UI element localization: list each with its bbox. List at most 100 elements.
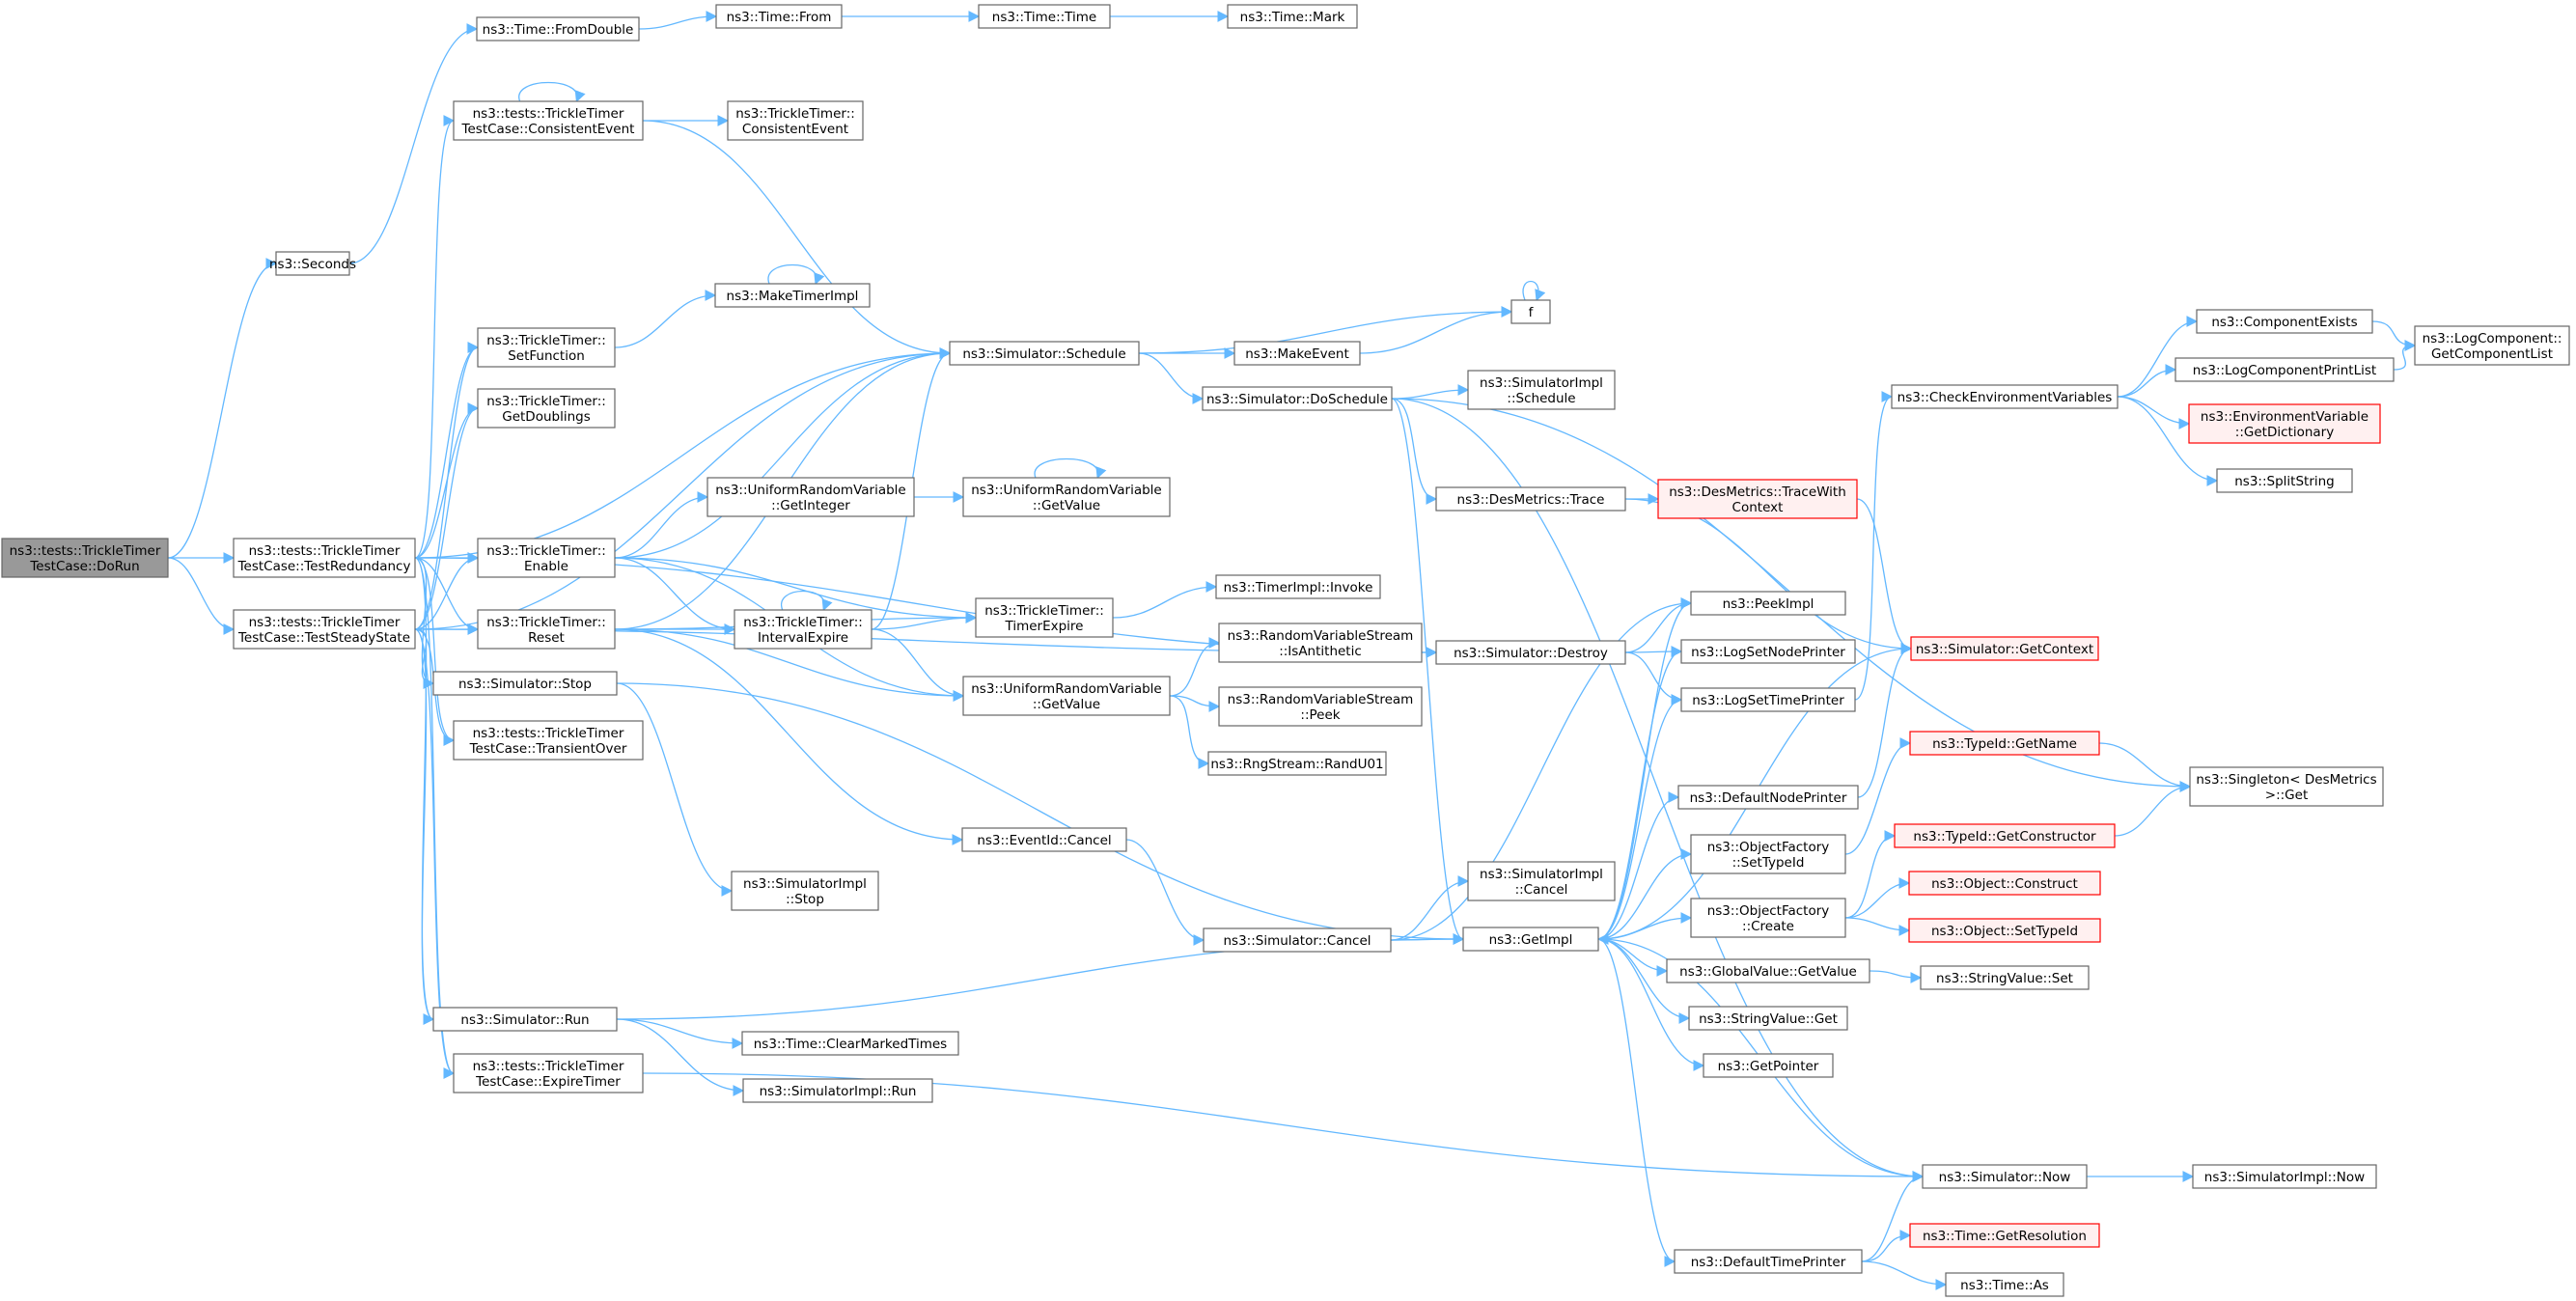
node-timemark[interactable]: ns3::Time::Mark bbox=[1227, 4, 1358, 29]
call-edge-testred-getdoub bbox=[414, 402, 480, 559]
call-edge-checkenv-splitstring bbox=[2117, 396, 2219, 486]
call-edge-urvgetvalue2-isanti bbox=[1169, 637, 1221, 697]
node-urvgetvalue1[interactable]: ns3::UniformRandomVariable::GetValue bbox=[962, 477, 1171, 517]
node-lognode[interactable]: ns3::LogSetNodePrinter bbox=[1680, 639, 1856, 664]
node-singleton[interactable]: ns3::Singleton< DesMetrics>::Get bbox=[2189, 766, 2384, 807]
node-typegetname[interactable]: ns3::TypeId::GetName bbox=[1909, 731, 2100, 756]
call-edge-getimpl-defnode bbox=[1597, 791, 1680, 940]
node-expiretimer[interactable]: ns3::tests::TrickleTimerTestCase::Expire… bbox=[453, 1053, 644, 1093]
node-makeevent[interactable]: ns3::MakeEvent bbox=[1233, 341, 1361, 366]
node-box bbox=[1203, 927, 1392, 953]
node-intexpire[interactable]: ns3::TrickleTimer::IntervalExpire bbox=[734, 609, 873, 650]
node-box bbox=[1680, 687, 1856, 712]
node-consevent[interactable]: ns3::tests::TrickleTimerTestCase::Consis… bbox=[453, 100, 644, 141]
node-teststeady[interactable]: ns3::tests::TrickleTimerTestCase::TestSt… bbox=[233, 609, 416, 650]
node-f[interactable]: f bbox=[1510, 299, 1551, 324]
node-simimplcancel[interactable]: ns3::SimulatorImpl::Cancel bbox=[1467, 861, 1616, 901]
node-seconds[interactable]: ns3::Seconds bbox=[269, 251, 356, 276]
node-label: ns3::tests::TrickleTimer bbox=[249, 543, 401, 559]
node-getpointer[interactable]: ns3::GetPointer bbox=[1703, 1053, 1834, 1078]
node-destrace[interactable]: ns3::DesMetrics::Trace bbox=[1435, 486, 1626, 512]
node-logcompprint[interactable]: ns3::LogComponentPrintList bbox=[2174, 357, 2395, 382]
node-svget[interactable]: ns3::StringValue::Get bbox=[1688, 1006, 1848, 1031]
node-label: ns3::MakeEvent bbox=[1245, 346, 1349, 362]
call-edge-consevent-schedule bbox=[642, 120, 952, 359]
node-simstop[interactable]: ns3::Simulator::Stop bbox=[432, 671, 618, 696]
node-testred[interactable]: ns3::tests::TrickleTimerTestCase::TestRe… bbox=[233, 538, 416, 578]
node-svset[interactable]: ns3::StringValue::Set bbox=[1920, 965, 2090, 990]
call-edge-schedule-f bbox=[1138, 306, 1513, 354]
node-checkenv[interactable]: ns3::CheckEnvironmentVariables bbox=[1891, 384, 2119, 409]
node-cleartimes[interactable]: ns3::Time::ClearMarkedTimes bbox=[741, 1031, 959, 1056]
node-box bbox=[2189, 766, 2384, 807]
call-edge-timerexpire-timerinvoke bbox=[1112, 581, 1218, 619]
node-isanti[interactable]: ns3::RandomVariableStream::IsAntithetic bbox=[1218, 623, 1423, 663]
node-label: ns3::EnvironmentVariable bbox=[2201, 409, 2368, 425]
call-edge-defnode-getcontext bbox=[1857, 643, 1913, 798]
node-simimplstop[interactable]: ns3::SimulatorImpl::Stop bbox=[731, 871, 879, 911]
node-setfunc[interactable]: ns3::TrickleTimer::SetFunction bbox=[477, 327, 616, 368]
node-label: ns3::TypeId::GetConstructor bbox=[1913, 829, 2096, 844]
node-timetime[interactable]: ns3::Time::Time bbox=[978, 4, 1111, 29]
call-edge-doschedule-getimpl bbox=[1391, 398, 1465, 945]
node-envdict[interactable]: ns3::EnvironmentVariable::GetDictionary bbox=[2188, 403, 2381, 444]
node-urvgetvalue2[interactable]: ns3::UniformRandomVariable::GetValue bbox=[962, 676, 1171, 716]
node-simimplrun[interactable]: ns3::SimulatorImpl::Run bbox=[742, 1078, 933, 1103]
node-logtime[interactable]: ns3::LogSetTimePrinter bbox=[1680, 687, 1856, 712]
node-simrun[interactable]: ns3::Simulator::Run bbox=[432, 1007, 618, 1032]
node-typegetctor[interactable]: ns3::TypeId::GetConstructor bbox=[1894, 823, 2116, 848]
node-timerexpire[interactable]: ns3::TrickleTimer::TimerExpire bbox=[975, 597, 1114, 638]
node-eventcancel[interactable]: ns3::EventId::Cancel bbox=[961, 827, 1127, 852]
node-simimplnow[interactable]: ns3::SimulatorImpl::Now bbox=[2192, 1164, 2377, 1189]
call-edge-eventcancel-simcancel bbox=[1125, 839, 1205, 946]
node-objconstruct[interactable]: ns3::Object::Construct bbox=[1908, 871, 2101, 896]
node-timeas[interactable]: ns3::Time::As bbox=[1945, 1272, 2064, 1297]
node-logcomplist[interactable]: ns3::LogComponent::GetComponentList bbox=[2414, 325, 2570, 366]
node-fromdouble[interactable]: ns3::Time::FromDouble bbox=[476, 16, 640, 42]
node-timerinvoke[interactable]: ns3::TimerImpl::Invoke bbox=[1215, 574, 1381, 599]
call-edge-intexpire-intexpire bbox=[781, 591, 833, 612]
node-objsettype[interactable]: ns3::Object::SetTypeId bbox=[1908, 918, 2101, 943]
node-peek[interactable]: ns3::RandomVariableStream::Peek bbox=[1218, 686, 1423, 727]
call-edge-f-f bbox=[1522, 280, 1546, 302]
node-timefrom[interactable]: ns3::Time::From bbox=[715, 4, 843, 29]
node-simdestroy[interactable]: ns3::Simulator::Destroy bbox=[1435, 640, 1626, 665]
node-label: ns3::tests::TrickleTimer bbox=[249, 615, 401, 630]
node-deftime[interactable]: ns3::DefaultTimePrinter bbox=[1674, 1249, 1863, 1274]
node-ttconsevent[interactable]: ns3::TrickleTimer::ConsistentEvent bbox=[727, 100, 864, 141]
node-box bbox=[2188, 403, 2381, 444]
call-edge-urvgetvalue2-randu01 bbox=[1169, 695, 1210, 769]
call-edge-simcancel-peekimpl bbox=[1390, 597, 1693, 941]
node-label: ns3::Object::SetTypeId bbox=[1931, 924, 2078, 939]
node-urvgetint[interactable]: ns3::UniformRandomVariable::GetInteger bbox=[706, 477, 915, 517]
node-getdoub[interactable]: ns3::TrickleTimer::GetDoublings bbox=[477, 388, 616, 429]
node-box bbox=[1227, 4, 1358, 29]
node-simcancel[interactable]: ns3::Simulator::Cancel bbox=[1203, 927, 1392, 953]
node-simimplsched[interactable]: ns3::SimulatorImpl::Schedule bbox=[1467, 370, 1616, 410]
node-getcontext[interactable]: ns3::Simulator::GetContext bbox=[1910, 636, 2099, 661]
node-label: ns3::TrickleTimer:: bbox=[743, 615, 863, 630]
node-doschedule[interactable]: ns3::Simulator::DoSchedule bbox=[1202, 386, 1393, 411]
node-splitstring[interactable]: ns3::SplitString bbox=[2216, 468, 2353, 493]
node-schedule[interactable]: ns3::Simulator::Schedule bbox=[949, 341, 1140, 366]
node-getres[interactable]: ns3::Time::GetResolution bbox=[1909, 1223, 2100, 1248]
node-transient[interactable]: ns3::tests::TrickleTimerTestCase::Transi… bbox=[453, 720, 644, 761]
node-enable[interactable]: ns3::TrickleTimer::Enable bbox=[477, 538, 616, 578]
node-defnode[interactable]: ns3::DefaultNodePrinter bbox=[1677, 785, 1859, 810]
node-peekimpl[interactable]: ns3::PeekImpl bbox=[1690, 591, 1846, 616]
node-ofcreate[interactable]: ns3::ObjectFactory::Create bbox=[1690, 898, 1846, 938]
node-label: ns3::tests::TrickleTimer bbox=[10, 543, 161, 559]
node-reset[interactable]: ns3::TrickleTimer::Reset bbox=[477, 609, 616, 650]
node-getimpl[interactable]: ns3::GetImpl bbox=[1462, 927, 1599, 952]
node-label: ns3::MakeTimerImpl bbox=[727, 289, 859, 304]
node-simnow[interactable]: ns3::Simulator::Now bbox=[1922, 1164, 2088, 1189]
node-gvgetvalue[interactable]: ns3::GlobalValue::GetValue bbox=[1666, 958, 1870, 983]
node-randu01[interactable]: ns3::RngStream::RandU01 bbox=[1207, 751, 1387, 776]
node-maketimerimpl[interactable]: ns3::MakeTimerImpl bbox=[714, 283, 871, 308]
node-compexists[interactable]: ns3::ComponentExists bbox=[2196, 309, 2373, 334]
node-label: TestCase::ExpireTimer bbox=[475, 1074, 621, 1090]
node-label: ns3::Time::ClearMarkedTimes bbox=[754, 1037, 947, 1052]
node-ofsettype[interactable]: ns3::ObjectFactory::SetTypeId bbox=[1690, 834, 1846, 874]
